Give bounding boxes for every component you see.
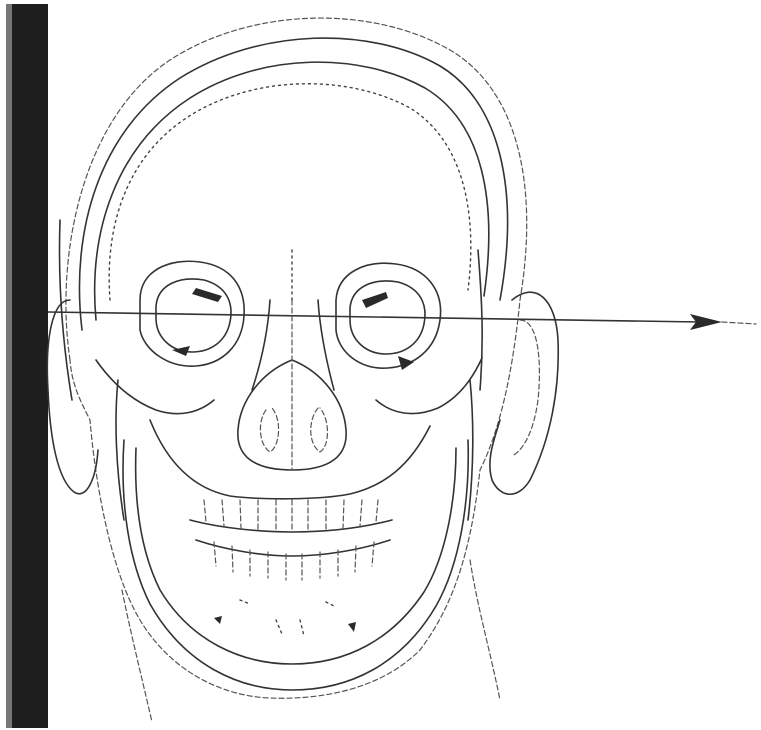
reference-line (48, 312, 700, 322)
cranium-suture (109, 84, 471, 300)
nasal-concha-left (260, 408, 278, 452)
horizontal-reference-line (48, 312, 756, 330)
neck-left-line (122, 590, 152, 722)
lower-tooth-row (196, 540, 390, 556)
reference-wall-bar (6, 4, 48, 728)
mandible-outer-outline (123, 440, 468, 690)
nasal-region (238, 250, 346, 470)
left-zygomatic (96, 360, 214, 414)
maxilla (150, 420, 430, 532)
right-ear-inner (512, 320, 539, 456)
mandible (123, 440, 468, 690)
reference-line-tail (722, 322, 756, 324)
lower-teeth-divisions (214, 542, 374, 580)
right-orbit-lower-mark (398, 356, 414, 370)
left-ear (47, 300, 98, 494)
left-orbit-inner (156, 279, 231, 352)
right-zygomatic (376, 358, 482, 414)
reference-wall (6, 4, 48, 728)
upper-tooth-row (190, 520, 392, 532)
neck-right-line (470, 560, 500, 700)
temporal-line-right (478, 250, 482, 390)
left-orbit-fissure-mark (192, 288, 222, 302)
right-orbit-fissure-mark (362, 292, 388, 308)
mental-foramen-right (348, 622, 356, 632)
maxilla-outline (150, 420, 430, 499)
mental-foramen-left (214, 616, 222, 624)
temporal-lines (60, 220, 483, 400)
head-soft-tissue-outline (66, 18, 527, 698)
right-ear (490, 292, 558, 494)
chin-marks (240, 600, 334, 636)
neck (122, 560, 500, 722)
nasal-concha-right (311, 408, 328, 452)
zygomatic (96, 358, 482, 414)
reference-wall-edge (6, 4, 12, 728)
